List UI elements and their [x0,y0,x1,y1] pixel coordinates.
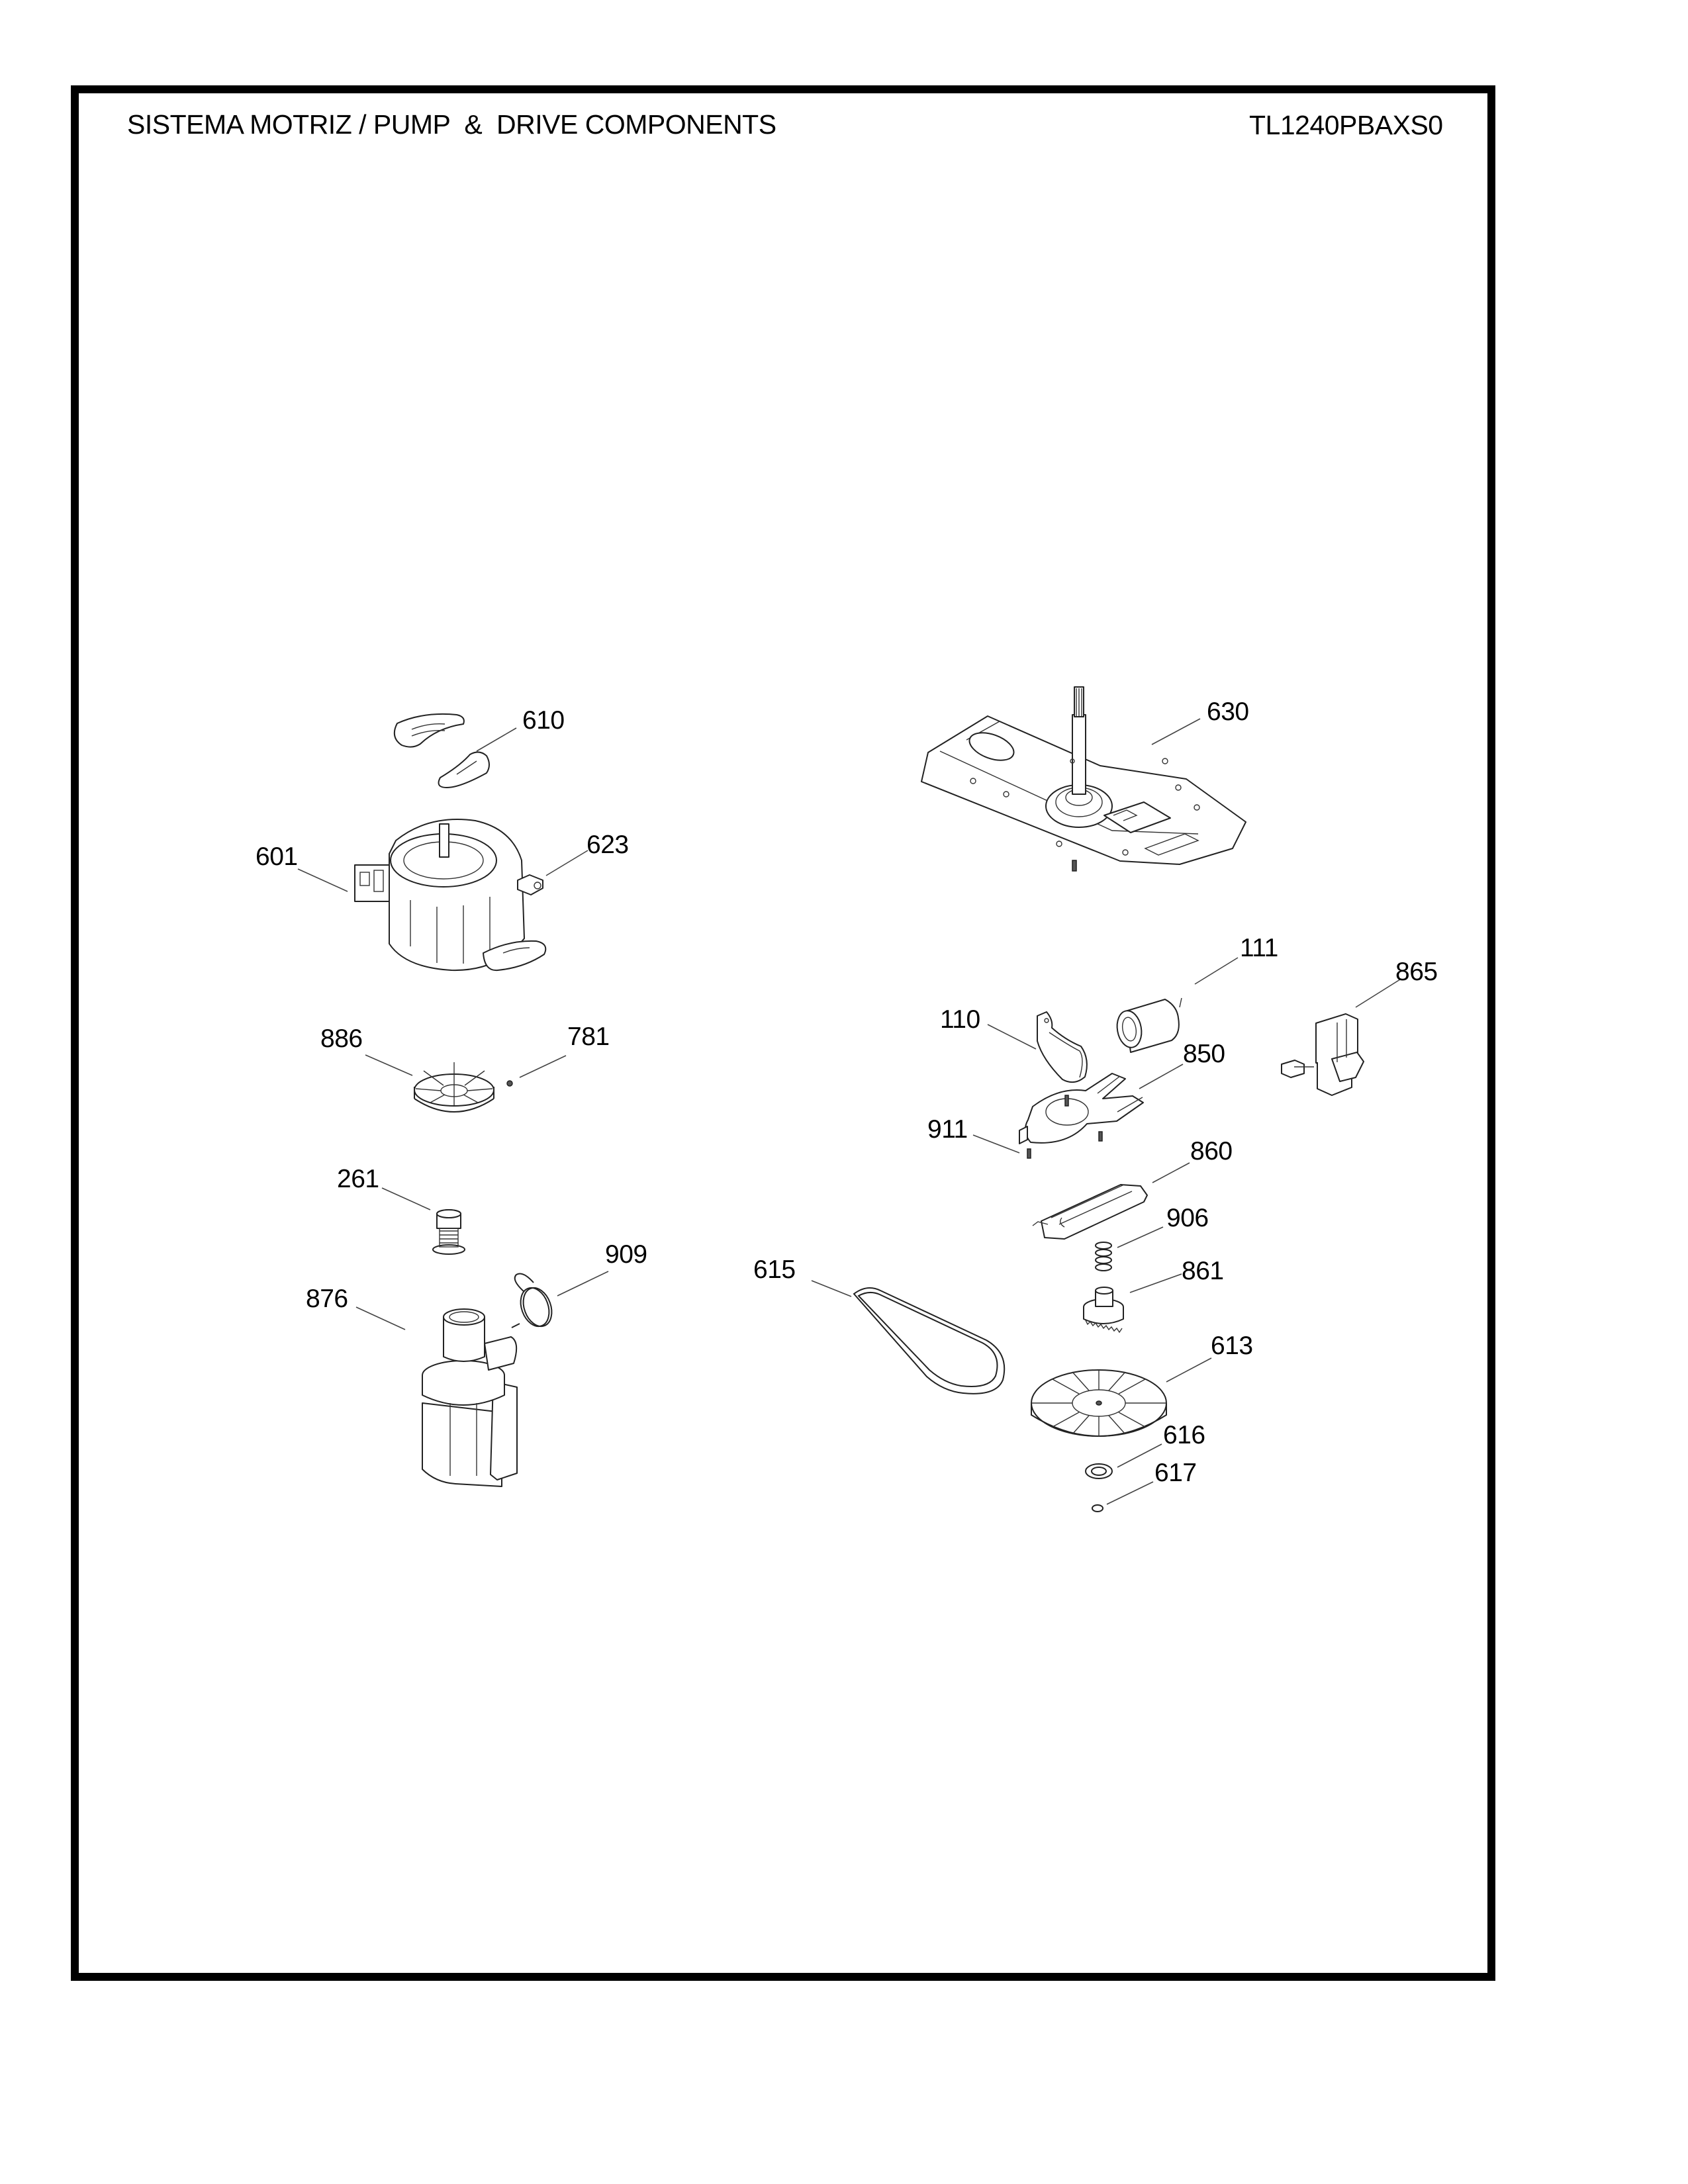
page-border [71,85,1495,1981]
callout-261: 261 [337,1165,379,1193]
callout-865: 865 [1395,958,1438,986]
part-615-drive-belt [811,1280,1006,1394]
callout-110: 110 [940,1005,980,1034]
part-850-actuator-bracket [1019,1064,1184,1144]
part-601-drive-motor [297,819,547,972]
callout-616: 616 [1163,1421,1205,1449]
callout-861: 861 [1182,1257,1224,1285]
part-781-set-screw [506,1055,567,1087]
part-610-motor-pads [393,713,517,788]
callout-876: 876 [306,1285,348,1313]
part-613-pulley [1031,1357,1212,1437]
callout-610: 610 [522,706,565,735]
part-911-screw [972,1134,1031,1159]
callout-601: 601 [256,842,298,871]
part-861-clutch-gear [1083,1273,1182,1334]
callout-886: 886 [320,1024,363,1053]
part-110-capacitor-bracket [987,1011,1088,1083]
callout-623: 623 [586,831,629,859]
part-886-motor-fan [365,1054,494,1113]
part-630-transmission-plate [921,686,1246,872]
callout-909: 909 [605,1240,647,1269]
part-906-spring [1095,1226,1164,1271]
part-261-pump-filter [381,1187,465,1255]
callout-111: 111 [1240,934,1278,962]
part-616-washer [1085,1443,1162,1479]
part-623-connector [517,850,588,895]
page-title: SISTEMA MOTRIZ / PUMP & DRIVE COMPONENTS [127,109,776,140]
callout-911: 911 [927,1115,968,1144]
model-number: TL1240PBAXS0 [1249,110,1443,140]
callout-615: 615 [753,1255,796,1284]
callout-781: 781 [567,1023,610,1051]
callout-630: 630 [1207,698,1249,726]
part-909-hose-clamp [511,1271,609,1328]
part-617-retaining-ring [1092,1481,1154,1512]
part-860-gasket-frame [1032,1162,1190,1240]
part-111-capacitor [1116,957,1239,1053]
callout-617: 617 [1154,1459,1197,1487]
callout-850: 850 [1183,1040,1225,1068]
callout-906: 906 [1166,1204,1209,1232]
callout-860: 860 [1190,1137,1233,1165]
part-876-drain-pump [355,1306,518,1487]
callout-613: 613 [1211,1332,1253,1360]
part-865-clutch-actuator [1281,979,1401,1096]
